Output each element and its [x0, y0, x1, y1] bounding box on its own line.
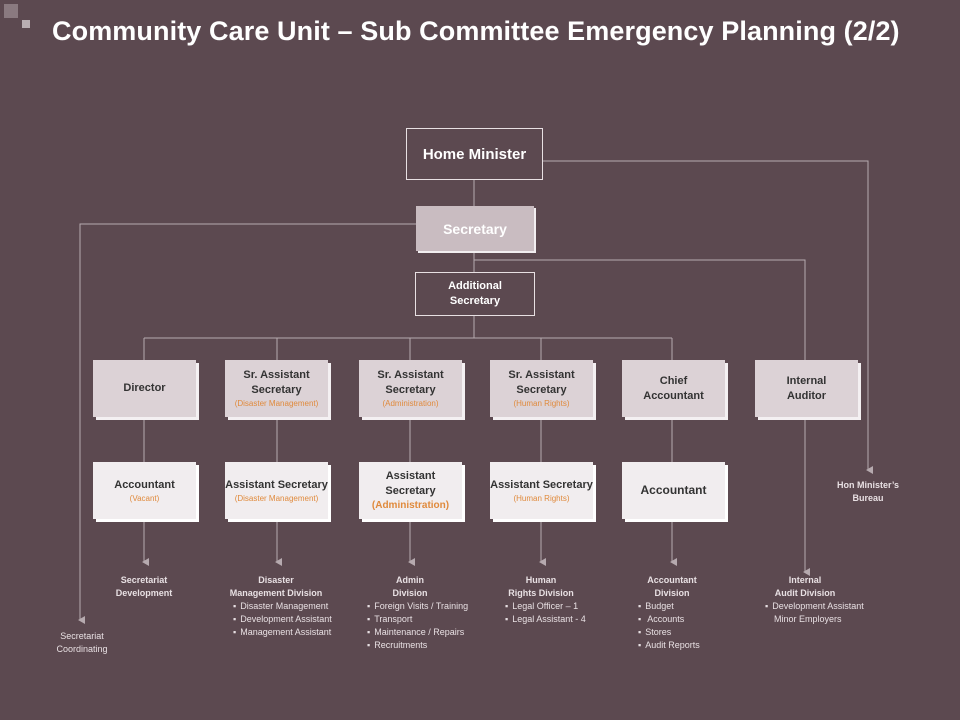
- minor-employers-text: Minor Employers: [774, 614, 842, 624]
- division-line-1: Disaster: [258, 575, 294, 585]
- list-item: Management Assistant: [233, 626, 332, 639]
- human-rights-division-list: Legal Officer – 1 Legal Assistant - 4: [505, 600, 586, 626]
- division-admin: Admin Division: [360, 574, 460, 600]
- asst-secretary-disaster-box: Assistant Secretary (Disaster Management…: [225, 462, 328, 519]
- box-sublabel: (Vacant): [129, 493, 160, 503]
- division-line-2: Management Division: [229, 588, 323, 598]
- accountant-vacant-box: Accountant (Vacant): [93, 462, 196, 519]
- sr-asst-secretary-disaster-box: Sr. Assistant Secretary (Disaster Manage…: [225, 360, 328, 417]
- connector-coordinating: [78, 223, 416, 624]
- box-label-line-1: Assistant Secretary: [225, 478, 328, 491]
- list-item: Foreign Visits / Training: [367, 600, 468, 613]
- asst-secretary-human-rights-box: Assistant Secretary (Human Rights): [490, 462, 593, 519]
- box-label-line-2: Secretary: [516, 384, 567, 396]
- list-item: Development Assistant: [233, 613, 332, 626]
- division-internal-audit: Internal Audit Division: [755, 574, 855, 600]
- list-item: Legal Assistant - 4: [505, 613, 586, 626]
- corner-small-square-decoration: [22, 20, 30, 28]
- division-line-1: Secretariat: [120, 575, 168, 585]
- box-label-line-1: Sr. Assistant: [377, 369, 444, 381]
- internal-audit-division-list: Development Assistant: [765, 600, 864, 613]
- director-label: Director: [123, 382, 166, 394]
- box-label-line-2: Secretary: [385, 484, 436, 497]
- box-label-line-1: Sr. Assistant: [508, 369, 575, 381]
- box-sublabel: (Administration): [371, 499, 450, 511]
- accountant-division-list: Budget Accounts Stores Audit Reports: [638, 600, 700, 652]
- list-item: Disaster Management: [233, 600, 332, 613]
- list-item: Stores: [638, 626, 700, 639]
- label-line-2: Coordinating: [56, 644, 108, 654]
- division-line-2: Rights Division: [508, 588, 574, 598]
- chief-accountant-box: Chief Accountant: [622, 360, 725, 417]
- box-label-line-2: Secretary: [251, 384, 302, 396]
- box-label-line-1: Accountant: [114, 478, 175, 491]
- box-label-line-1: Accountant: [640, 483, 707, 497]
- list-item: Legal Officer – 1: [505, 600, 586, 613]
- connector-internal-audit: [474, 259, 810, 576]
- admin-division-list: Foreign Visits / Training Transport Main…: [367, 600, 468, 652]
- division-line-2: Development: [115, 588, 173, 598]
- box-label-line-1: Assistant Secretary: [490, 478, 593, 491]
- box-sublabel: (Disaster Management): [234, 493, 319, 503]
- list-item: Recruitments: [367, 639, 468, 652]
- connector-bureau: [543, 160, 873, 474]
- home-minister-box: Home Minister: [406, 128, 543, 180]
- accountant-box: Accountant: [622, 462, 725, 519]
- list-item: Budget: [638, 600, 700, 613]
- box-sublabel: (Human Rights): [513, 493, 570, 503]
- division-disaster-management: Disaster Management Division: [216, 574, 336, 600]
- box-label-line-2: Accountant: [643, 389, 704, 402]
- corner-square-decoration: [4, 4, 18, 18]
- director-box: Director: [93, 360, 196, 417]
- label-line-1: Secretariat: [60, 631, 104, 641]
- box-label-line-1: Internal: [786, 374, 827, 387]
- box-label-line-2: Secretary: [385, 384, 436, 396]
- division-line-1: Internal: [788, 575, 822, 585]
- additional-secretary-line-2: Secretary: [449, 295, 501, 307]
- box-sublabel: (Disaster Management): [234, 399, 319, 408]
- sr-asst-secretary-admin-box: Sr. Assistant Secretary (Administration): [359, 360, 462, 417]
- division-human-rights: Human Rights Division: [491, 574, 591, 600]
- secretary-box: Secretary: [416, 206, 534, 251]
- hon-minister-bureau-label: Hon Minister’s Bureau: [818, 479, 918, 505]
- asst-secretary-admin-box: Assistant Secretary (Administration): [359, 462, 462, 519]
- internal-auditor-box: Internal Auditor: [755, 360, 858, 417]
- list-item: Accounts: [638, 613, 700, 626]
- secretariat-coordinating-label: Secretariat Coordinating: [32, 630, 132, 656]
- disaster-division-list: Disaster Management Development Assistan…: [233, 600, 332, 639]
- box-label-line-1: Sr. Assistant: [243, 369, 310, 381]
- division-line-2: Division: [392, 588, 428, 598]
- list-item: Maintenance / Repairs: [367, 626, 468, 639]
- list-item: Audit Reports: [638, 639, 700, 652]
- home-minister-label: Home Minister: [422, 145, 527, 163]
- sr-asst-secretary-human-rights-box: Sr. Assistant Secretary (Human Rights): [490, 360, 593, 417]
- division-line-1: Human: [525, 575, 557, 585]
- division-line-2: Audit Division: [774, 588, 836, 598]
- box-label-line-1: Assistant: [385, 469, 436, 482]
- additional-secretary-box: Additional Secretary: [415, 272, 535, 316]
- box-label-line-2: Auditor: [786, 389, 827, 402]
- page-title: Community Care Unit – Sub Committee Emer…: [52, 16, 900, 46]
- box-sublabel: (Human Rights): [513, 399, 570, 408]
- secretary-label: Secretary: [443, 220, 507, 237]
- division-secretariat-development: Secretariat Development: [94, 574, 194, 600]
- division-line-1: Accountant: [647, 575, 697, 585]
- division-accountant: Accountant Division: [622, 574, 722, 600]
- label-line-1: Hon Minister’s: [836, 480, 899, 490]
- label-line-2: Bureau: [852, 493, 884, 503]
- division-line-1: Admin: [396, 575, 424, 585]
- division-line-2: Division: [654, 588, 690, 598]
- box-label-line-1: Chief: [659, 374, 688, 387]
- additional-secretary-line-1: Additional: [448, 280, 502, 292]
- list-item: Transport: [367, 613, 468, 626]
- list-item: Development Assistant: [765, 600, 864, 613]
- box-sublabel: (Administration): [382, 399, 439, 408]
